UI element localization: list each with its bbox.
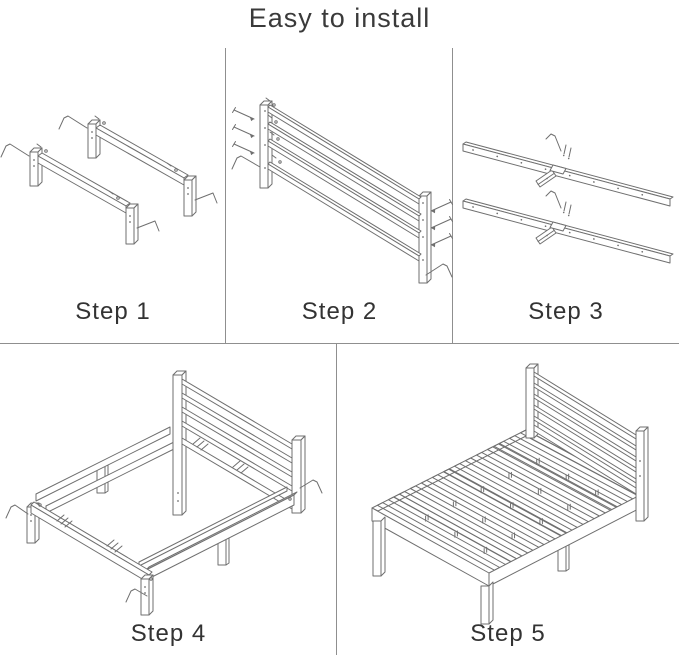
panel-step-4: Step 4 — [0, 343, 337, 655]
step-1-label: Step 1 — [75, 298, 151, 325]
step-1-illustration — [0, 115, 218, 245]
divider-horizontal — [0, 343, 679, 344]
panel-step-2: Step 2 — [226, 48, 453, 343]
step-5-illustration — [371, 363, 649, 625]
step-5-label: Step 5 — [470, 620, 546, 647]
step-3-label: Step 3 — [528, 298, 604, 325]
hex-key-icon — [0, 143, 30, 158]
step-2-label: Step 2 — [301, 298, 378, 325]
screw-icon — [232, 107, 255, 156]
hex-key-icon — [425, 263, 453, 278]
hex-key-icon — [5, 504, 29, 519]
hex-key-icon — [194, 192, 218, 204]
screw-icon — [430, 199, 453, 248]
hex-key-icon — [299, 479, 323, 494]
page-title: Easy to install — [248, 3, 431, 33]
panel-step-1: Step 1 — [0, 48, 226, 343]
step-4-illustration — [5, 370, 323, 616]
panel-step-5: Step 5 — [337, 343, 679, 655]
hex-key-icon — [125, 588, 148, 603]
screw-icon — [56, 437, 249, 553]
hex-key-icon — [136, 220, 160, 232]
step-3-illustration — [462, 133, 674, 264]
divider-vertical-1 — [225, 48, 226, 343]
step-2-illustration — [231, 97, 453, 284]
step-4-label: Step 4 — [130, 620, 207, 647]
hex-key-icon — [231, 155, 261, 170]
panel-step-3: Step 3 — [453, 48, 679, 343]
hex-key-icon — [58, 115, 88, 130]
divider-vertical-3 — [336, 343, 337, 655]
divider-vertical-2 — [452, 48, 453, 343]
